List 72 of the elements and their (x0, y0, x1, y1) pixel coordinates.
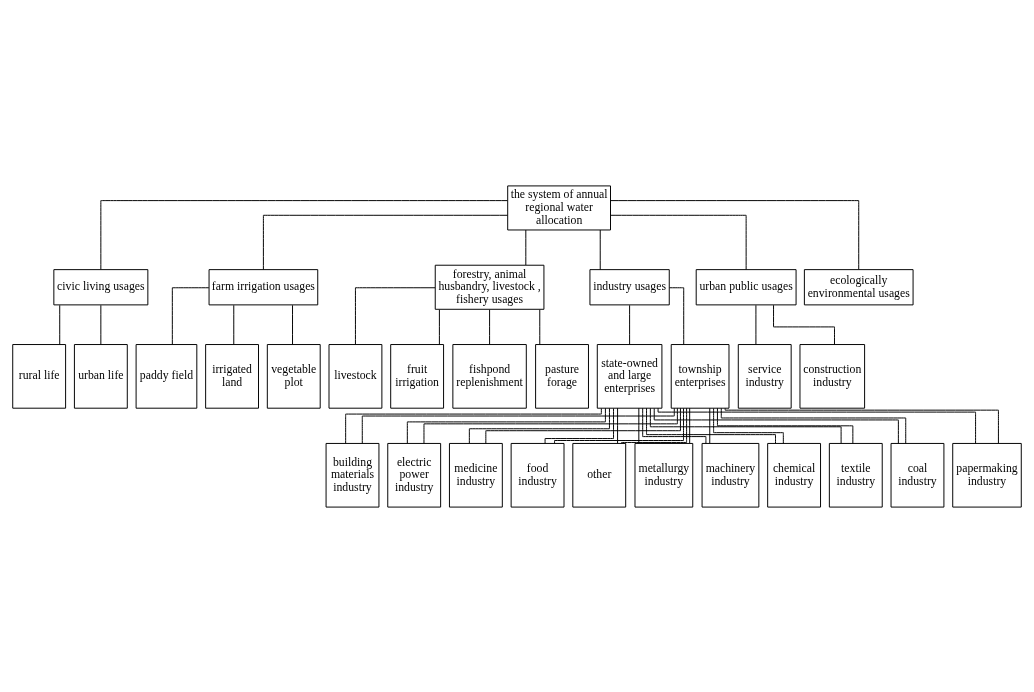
node-box: textile industry (828, 442, 883, 508)
connector (653, 407, 899, 444)
node-box: civic living usages (53, 268, 149, 305)
connector (468, 407, 610, 444)
node-box: fishpond replenishment (452, 343, 527, 409)
node-box: food industry (510, 442, 565, 508)
node-box: chemical industry (767, 442, 822, 508)
node-box: machinery industry (701, 442, 760, 508)
node-box: the system of annual regional water allocation (507, 184, 611, 230)
node-box: electric power industry (387, 442, 442, 508)
connector (755, 304, 757, 345)
connector (638, 407, 640, 444)
connector (716, 407, 854, 444)
connector (539, 308, 541, 345)
node-box: irrigated land (205, 343, 259, 409)
connector (489, 308, 491, 345)
connector (629, 304, 631, 345)
connector (59, 304, 61, 345)
node-box: pasture forage (535, 343, 589, 409)
node-box: coal industry (890, 442, 945, 508)
node-box: papermaking industry (952, 442, 1022, 508)
node-box: industry usages (589, 268, 670, 305)
node-box: paddy field (135, 343, 198, 409)
connector (438, 308, 440, 345)
node-box: other (572, 442, 627, 508)
connector (617, 407, 619, 444)
connector (100, 304, 102, 345)
connector (642, 407, 707, 444)
connector (649, 407, 842, 444)
connector (669, 286, 685, 345)
node-box: urban public usages (695, 268, 797, 305)
node-box: livestock (328, 343, 383, 409)
connector (599, 229, 601, 270)
node-box: township enterprises (670, 343, 730, 409)
connector (544, 407, 614, 444)
node-box: fruit irrigation (390, 343, 445, 409)
connector (361, 407, 675, 444)
connector (689, 407, 691, 444)
node-box: rural life (12, 343, 67, 409)
connector (171, 286, 210, 345)
connector (621, 407, 688, 444)
node-box: metallurgy industry (634, 442, 694, 508)
node-box: medicine industry (448, 442, 503, 508)
node-box: urban life (73, 343, 128, 409)
connector (406, 407, 606, 444)
connector (773, 304, 835, 345)
node-box: construction industry (799, 343, 866, 409)
connector (100, 199, 508, 270)
connector (233, 304, 235, 345)
connector (646, 407, 776, 444)
connector (610, 199, 860, 270)
connector (554, 407, 684, 444)
connector (345, 407, 602, 444)
node-box: building materials industry (325, 442, 380, 508)
connector (720, 407, 907, 444)
connector (713, 407, 784, 444)
connector (724, 407, 999, 444)
connector (657, 407, 977, 444)
node-box: forestry, animal husbandry, livestock , fishery usages (434, 264, 545, 310)
node-box: vegetable plot (266, 343, 321, 409)
connector (709, 407, 711, 444)
connector (525, 229, 527, 265)
node-box: service industry (737, 343, 792, 409)
connector (423, 407, 678, 444)
connector (610, 214, 747, 270)
connector (354, 286, 436, 345)
connector (485, 407, 681, 444)
node-box: farm irrigation usages (208, 268, 319, 305)
node-box: state-owned and large enterprises (596, 343, 663, 409)
connector (292, 304, 293, 345)
connector (262, 214, 509, 270)
node-box: ecologically environmental usages (803, 268, 914, 305)
